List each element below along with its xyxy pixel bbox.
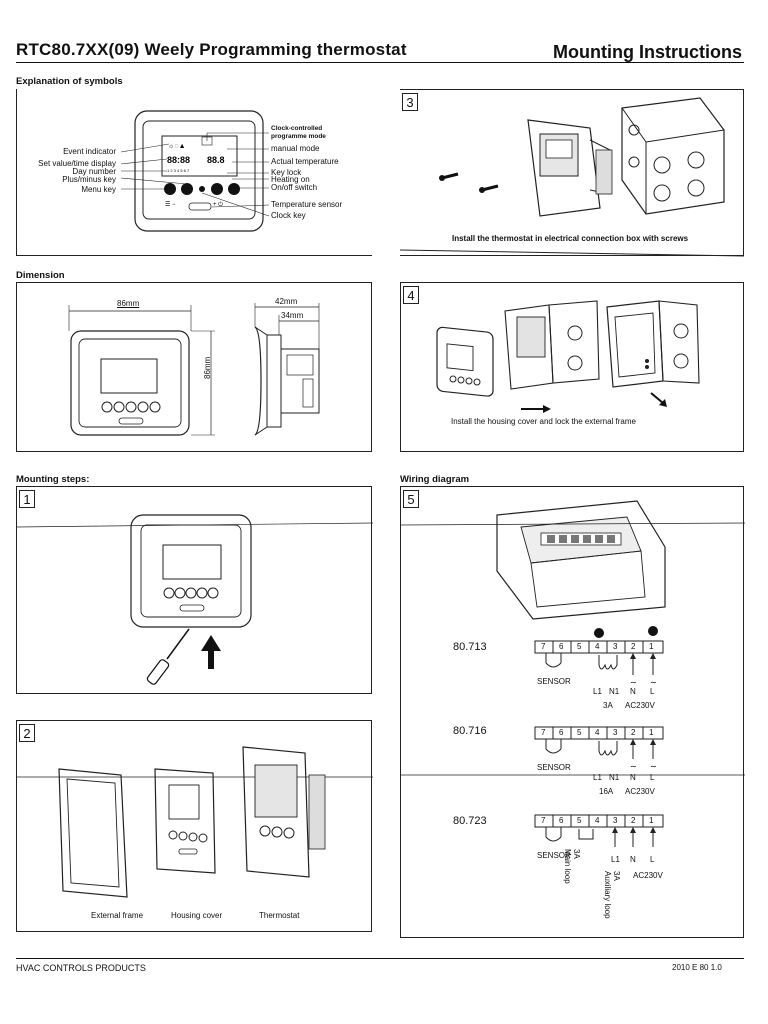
dimension-heading: Dimension	[16, 270, 65, 281]
set-value-time-label: Set value/time display	[38, 159, 116, 168]
mounting-instructions-title: Mounting Instructions	[553, 42, 742, 62]
clock-key-label: Clock key	[271, 211, 306, 220]
terminal-strip-80713: ∼∼	[534, 640, 664, 687]
step3-panel: 3 Install the thermostat in electrical c…	[400, 89, 744, 257]
up-arrow-icon	[201, 635, 221, 669]
day-strip: 1 2 3 4 5 6 7	[167, 168, 190, 173]
svg-text:☰ −: ☰ −	[165, 201, 176, 208]
rating-aux-80723: 3A	[612, 871, 621, 881]
depth-total-label: 42mm	[275, 297, 298, 306]
footer-company: HVAC CONTROLS PRODUCTS	[16, 963, 146, 973]
height-dimension-label: 86mm	[203, 356, 212, 379]
svg-text:+ ⏻: + ⏻	[213, 201, 223, 208]
width-dimension-label: 86mm	[117, 299, 140, 308]
external-frame-label: External frame	[91, 911, 144, 920]
power-key-button	[228, 183, 240, 195]
sensor-label: SENSOR	[537, 763, 571, 772]
screwdriver-icon	[146, 628, 190, 685]
programme-mode-label: programme mode	[271, 133, 326, 140]
step5-number: 5	[403, 490, 419, 508]
step2-illustration	[17, 746, 373, 898]
title-rule	[16, 62, 744, 63]
dimension-panel: 86mm 86mm 42mm 34mm	[16, 282, 372, 452]
supply-80723: AC230V	[633, 871, 663, 880]
temperature-sensor-label: Temperature sensor	[271, 200, 343, 209]
model-80716-label: 80.716	[453, 725, 487, 737]
auxiliary-loop-label: Auxiliary loop	[603, 871, 612, 919]
supply-80716: AC230V	[625, 787, 655, 796]
event-indicator-label: Event indicator	[63, 147, 116, 156]
menu-key-button	[164, 183, 176, 195]
right-arrow-icon	[521, 405, 551, 413]
depth-inner-label: 34mm	[281, 311, 304, 320]
svg-text:∼: ∼	[630, 762, 637, 771]
menu-key-label: Menu key	[81, 185, 116, 194]
step3-number: 3	[402, 93, 418, 111]
step4-number: 4	[403, 286, 419, 304]
terminal-strip-80723	[534, 814, 664, 847]
model-80713-label: 80.713	[453, 641, 487, 653]
step2-panel: 2 External frame Housing cover Thermosta…	[16, 720, 373, 932]
set-value-digits: 88:88	[167, 155, 190, 165]
svg-text:∼: ∼	[630, 678, 637, 687]
svg-text:∼: ∼	[650, 678, 657, 687]
actual-temperature-label: Actual temperature	[271, 157, 339, 166]
svg-text:∼: ∼	[650, 762, 657, 771]
main-loop-label: Main loop	[563, 849, 572, 884]
terminal-dot	[648, 626, 658, 636]
step2-number: 2	[19, 724, 35, 742]
on-off-switch-label: On/off switch	[271, 183, 318, 192]
dimension-drawing	[68, 303, 320, 436]
actual-temp-digits: 88.8	[207, 155, 225, 165]
rating-80713: 3A	[603, 701, 613, 710]
footer-rule	[16, 958, 744, 959]
step3-illustration	[400, 97, 744, 257]
symbols-panel: ☼◌▲ 88:88 88.8 1 2 3 4 5 6 7 ☰ − + ⏻ Eve…	[16, 89, 372, 256]
clock-key-dot	[199, 186, 205, 192]
day-number-label: Day number	[72, 167, 116, 176]
step5-panel: 5 ∼∼	[400, 486, 745, 938]
event-indicator-icon: ☼◌▲	[168, 143, 186, 150]
terminal-dot	[594, 628, 604, 638]
terminal-strip-80716: ∼∼	[401, 726, 745, 776]
step4-illustration	[436, 300, 700, 413]
plus-key-button	[211, 183, 223, 195]
minus-key-button	[181, 183, 193, 195]
symbols-heading: Explanation of symbols	[16, 76, 123, 87]
rating-80716: 16A	[599, 787, 614, 796]
clock-controlled-label: Clock-controlled	[271, 125, 323, 132]
mounting-steps-heading: Mounting steps:	[16, 474, 90, 485]
plus-minus-key-label: Plus/minus key	[62, 175, 116, 184]
screw-icon	[479, 184, 499, 193]
document-title: RTC80.7XX(09) Weely Programming thermost…	[16, 40, 407, 59]
step3-caption: Install the thermostat in electrical con…	[452, 234, 689, 243]
thermostat-symbols-illustration: ☼◌▲ 88:88 88.8 1 2 3 4 5 6 7 ☰ − + ⏻	[120, 110, 270, 232]
step4-panel: 4 Install the housing cover and lock the…	[400, 282, 744, 452]
footer-code: 2010 E 80 1.0	[672, 963, 722, 972]
step1-panel: 1	[16, 486, 373, 694]
wiring-heading: Wiring diagram	[400, 474, 470, 485]
sensor-label: SENSOR	[537, 851, 571, 860]
step4-caption: Install the housing cover and lock the e…	[451, 417, 636, 426]
screw-icon	[439, 172, 459, 181]
step1-illustration	[17, 514, 373, 685]
sensor-label: SENSOR	[537, 677, 571, 686]
sensor-slot	[188, 202, 212, 211]
thermostat-label: Thermostat	[259, 911, 300, 920]
model-80723-label: 80.723	[453, 815, 487, 827]
supply-80713: AC230V	[625, 701, 655, 710]
wiring-illustration: ∼∼ ∼∼	[401, 500, 745, 847]
down-right-arrow-icon	[650, 392, 667, 407]
key-lock-label: Key lock	[271, 168, 302, 177]
housing-cover-label: Housing cover	[171, 911, 223, 920]
step1-number: 1	[19, 490, 35, 508]
heating-on-label: Heating on	[271, 175, 310, 184]
rating-main-80723: 3A	[572, 849, 581, 859]
manual-mode-label: manual mode	[271, 144, 320, 153]
